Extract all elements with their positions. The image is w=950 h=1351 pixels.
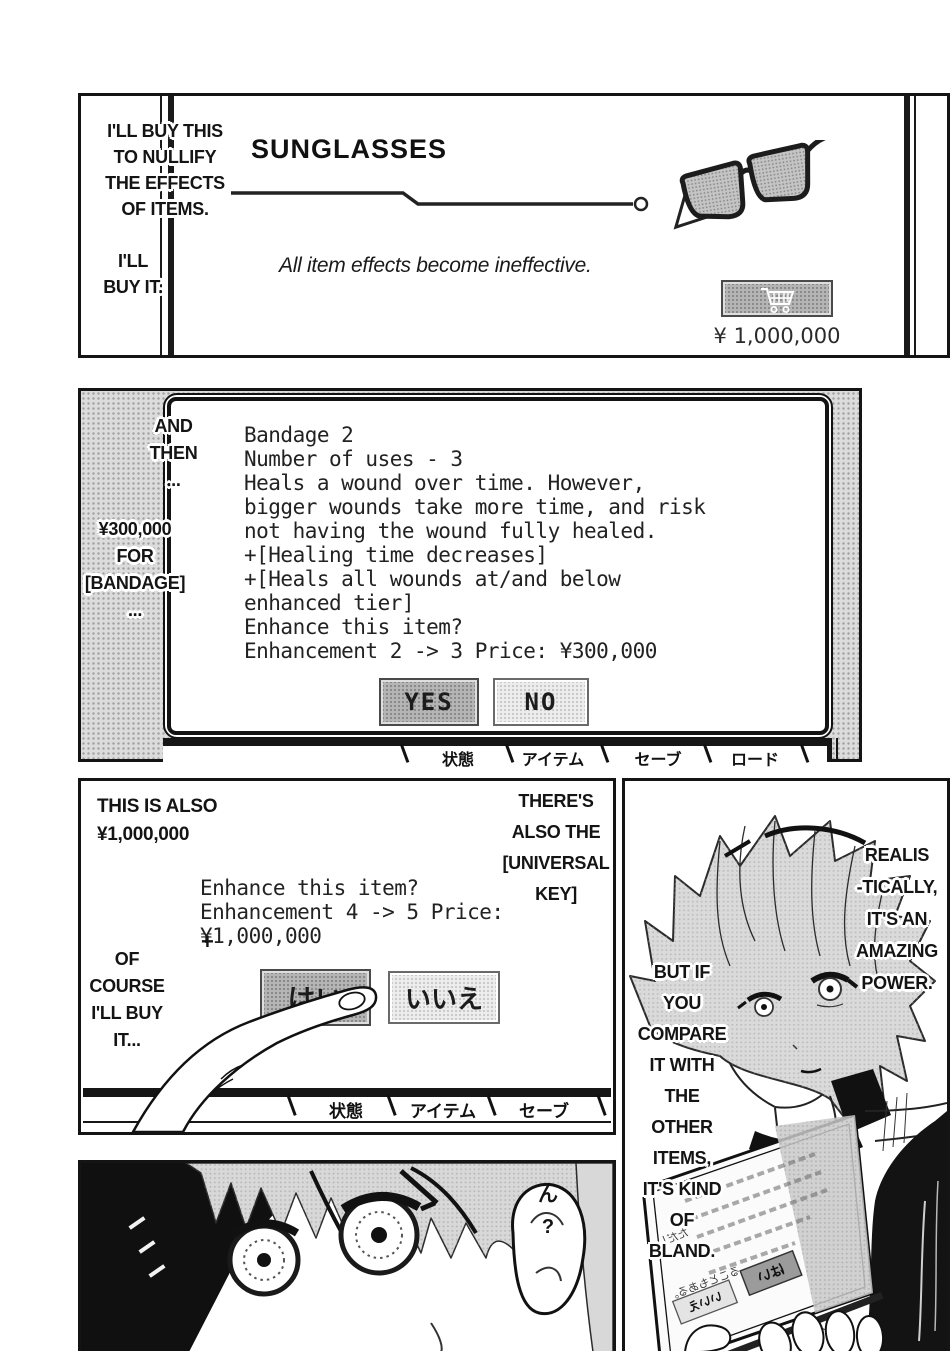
frame-line xyxy=(83,1121,611,1123)
tab-save[interactable]: セーブ xyxy=(634,752,682,769)
item-title: SUNGLASSES xyxy=(251,134,448,164)
boy-with-tablet-art: ただし、 ることもある。 はい いいえ アイテム セーブ xyxy=(625,781,947,1351)
sunglasses-image xyxy=(673,140,836,230)
window-bottom-bar xyxy=(163,738,827,746)
pointer-line-decoration xyxy=(231,191,649,212)
tab-load[interactable]: ロード xyxy=(730,752,779,769)
speech-of-course: OF COURSE I'LL BUY IT... xyxy=(89,949,165,1050)
frame-line xyxy=(904,96,910,355)
frame-line xyxy=(168,96,174,355)
tab-row-background xyxy=(163,746,827,762)
frame-line xyxy=(914,96,916,355)
yes-button[interactable]: YES xyxy=(379,678,479,726)
tab-status[interactable]: 状態 xyxy=(329,1102,363,1121)
panel-sunglasses-shop: I'LL BUY THIS TO NULLIFY THE EFFECTS OF … xyxy=(78,93,950,358)
panel-boy-tablet: ただし、 ることもある。 はい いいえ アイテム セーブ xyxy=(622,778,950,1351)
panel-bandage-enhance: AND THEN ... ¥300,000 FOR [BANDAGE] ... … xyxy=(78,388,862,769)
speech-nullify: I'LL BUY THIS TO NULLIFY THE EFFECTS OF … xyxy=(105,121,225,219)
buy-cart-button[interactable] xyxy=(721,280,833,317)
sfx-hmm: ん ? xyxy=(538,1184,558,1238)
no-button[interactable]: NO xyxy=(493,678,589,726)
speech-ill-buy-it: I'LL BUY IT. xyxy=(103,251,163,297)
speech-realistically: REALIS -TICALLY, IT'S AN AMAZING POWER. xyxy=(856,845,938,993)
face-closeup-art xyxy=(81,1163,613,1351)
tab-item[interactable]: アイテム xyxy=(521,752,585,769)
pointing-finger xyxy=(131,986,378,1132)
item-detail-text: Bandage 2 Number of uses - 3 Heals a wou… xyxy=(244,423,706,663)
item-description: All item effects become ineffective. xyxy=(279,254,592,277)
shopping-cart-icon xyxy=(761,287,795,313)
speech-and-then: AND THEN ... xyxy=(149,416,198,490)
window-bottom-bar xyxy=(83,1088,611,1097)
frame-line xyxy=(836,738,838,762)
iie-no-button[interactable]: いいえ xyxy=(388,971,500,1024)
tab-item[interactable]: アイテム xyxy=(409,1102,477,1121)
sparkle-plus-mark: + xyxy=(201,929,214,954)
tab-save[interactable]: セーブ xyxy=(519,1102,569,1121)
item-price: ¥ 1,000,000 xyxy=(713,324,841,348)
tab-status[interactable]: 状態 xyxy=(441,752,474,769)
speech-compare: BUT IF YOU COMPARE IT WITH THE OTHER ITE… xyxy=(637,962,727,1261)
frame-line xyxy=(827,738,832,762)
panel-eyes-closeup: ん ? xyxy=(78,1160,616,1351)
frame-line xyxy=(160,96,162,355)
panel-key-enhance: THIS IS ALSO ¥1,000,000 THERE'S ALSO THE… xyxy=(78,778,616,1135)
enhance-prompt-text: Enhance this item? Enhancement 4 -> 5 Pr… xyxy=(200,876,504,948)
speech-bandage-price: ¥300,000 FOR [BANDAGE] ... xyxy=(84,519,186,620)
speech-universal-key: THERE'S ALSO THE [UNIVERSAL KEY] xyxy=(502,791,610,904)
speech-this-is-also: THIS IS ALSO ¥1,000,000 xyxy=(97,796,218,845)
